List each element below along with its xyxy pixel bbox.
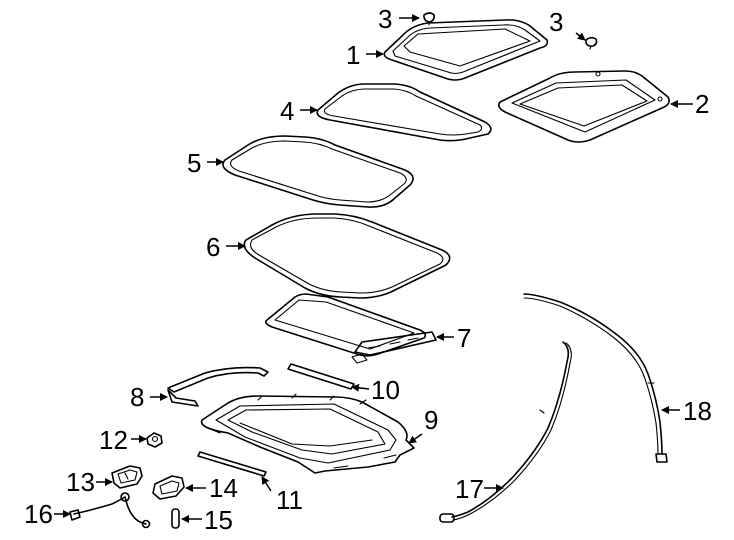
leader-3b bbox=[575, 32, 586, 41]
callout-17: 17 bbox=[455, 474, 484, 504]
leader-10 bbox=[351, 383, 370, 392]
part-7-sunshade bbox=[265, 293, 437, 364]
callout-14: 14 bbox=[209, 473, 238, 503]
part-17-drain-hose bbox=[439, 341, 572, 523]
part-18-drain-hose bbox=[523, 293, 668, 463]
part-11-strip bbox=[197, 451, 267, 477]
part-14-bracket bbox=[152, 475, 185, 500]
callout-11: 11 bbox=[276, 485, 303, 515]
part-16-harness bbox=[69, 492, 151, 529]
callout-3-right: 3 bbox=[549, 7, 563, 37]
part-2-glass-frame bbox=[498, 70, 670, 143]
callout-16: 16 bbox=[24, 499, 53, 529]
callout-8: 8 bbox=[130, 382, 144, 412]
part-8-drain-trough bbox=[167, 366, 269, 407]
part-9-module-frame bbox=[200, 393, 415, 474]
callout-1: 1 bbox=[346, 40, 360, 70]
callout-3-left: 3 bbox=[378, 4, 392, 34]
callout-12: 12 bbox=[99, 425, 128, 455]
part-1-glass-panel bbox=[383, 19, 549, 81]
callout-9: 9 bbox=[424, 405, 438, 435]
part-13-bracket bbox=[111, 465, 143, 489]
part-12-bolt bbox=[146, 432, 163, 448]
part-15-plug bbox=[171, 508, 180, 529]
callout-6: 6 bbox=[206, 232, 220, 262]
callout-5: 5 bbox=[187, 148, 201, 178]
leader-9 bbox=[408, 433, 423, 444]
callout-13: 13 bbox=[66, 467, 95, 497]
part-6-seal bbox=[243, 213, 451, 299]
part-4-seal bbox=[316, 83, 492, 142]
part-10-strip bbox=[287, 363, 355, 390]
callout-15: 15 bbox=[204, 505, 233, 535]
leader-11 bbox=[261, 476, 272, 492]
callout-labels: 1 2 3 3 4 5 6 7 8 9 10 11 12 13 14 15 16… bbox=[24, 4, 712, 535]
callout-18: 18 bbox=[683, 396, 712, 426]
part-5-seal bbox=[222, 135, 414, 208]
callout-2: 2 bbox=[695, 89, 709, 119]
callout-10: 10 bbox=[371, 375, 400, 405]
callout-7: 7 bbox=[457, 323, 471, 353]
part-3-bolt-right bbox=[585, 36, 598, 50]
leader-lines bbox=[54, 14, 693, 523]
callout-4: 4 bbox=[280, 96, 294, 126]
part-3-bolt-left bbox=[423, 12, 435, 26]
